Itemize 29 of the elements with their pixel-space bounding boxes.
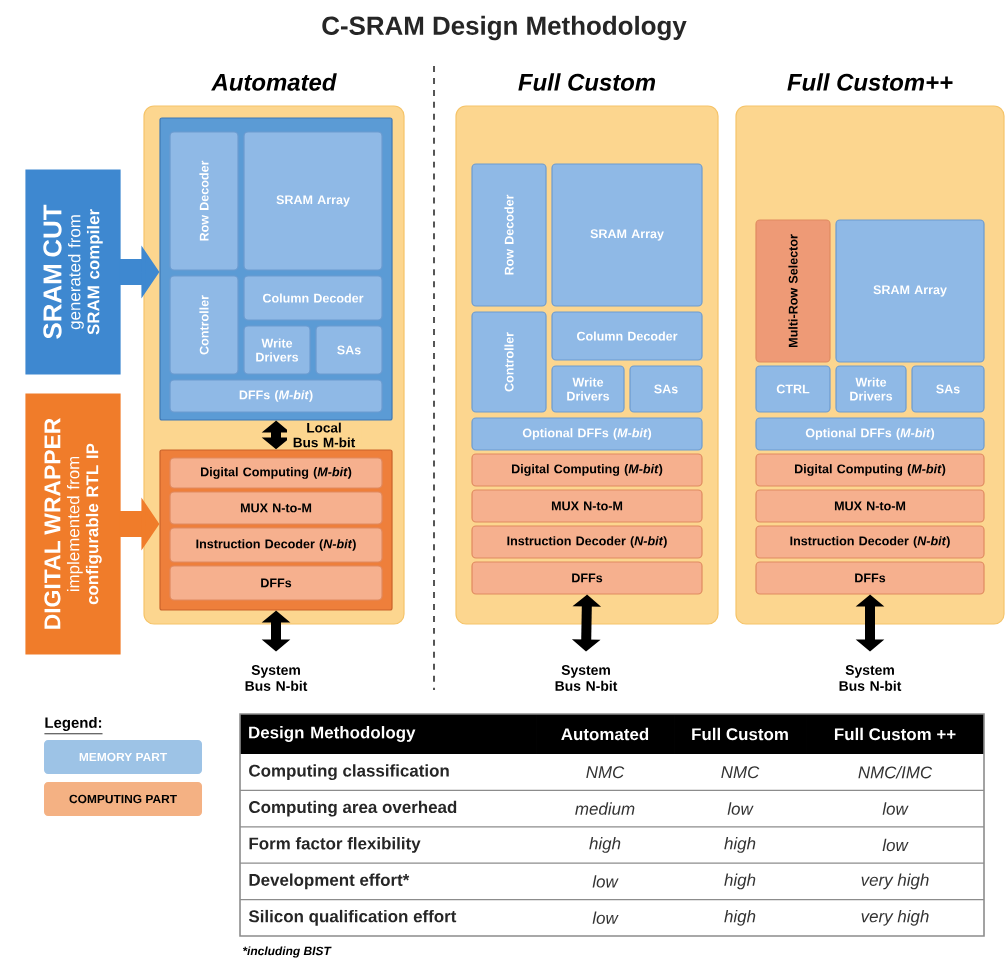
table-cell: low [592, 911, 619, 924]
table-cell: NMC/IMC [858, 765, 933, 779]
table-cell: high [724, 873, 756, 890]
table-header-cell: Full Custom [674, 714, 806, 754]
table-cell: low [727, 802, 754, 815]
column-heading: Automated [211, 73, 337, 91]
table-cell: high [724, 837, 756, 853]
table-cell: very high [861, 909, 929, 926]
table-cell: Silicon qualification effort [248, 909, 457, 926]
column-heading: Full Custom++ [787, 73, 953, 91]
table-cell: high [724, 909, 756, 926]
table-cell: medium [575, 802, 635, 815]
table-cell: low [882, 802, 909, 815]
column-heading: Full Custom [518, 73, 656, 91]
table-cell: very high [861, 873, 929, 890]
table-cell: Computing area overhead [249, 800, 457, 817]
table-cell: NMC [586, 766, 625, 779]
side-label-box: SRAM CUT generated from SRAM compiler [25, 169, 121, 375]
table-cell: low [592, 875, 619, 888]
table-cell: low [882, 838, 909, 852]
table-cell: Form factor flexibility [249, 837, 421, 853]
table-cell: Computing classification [249, 764, 449, 781]
table-cell: high [589, 837, 621, 853]
title: C-SRAM Design Methodology [322, 15, 687, 41]
table-cell: NMC [721, 766, 760, 779]
table-cell: Development effort* [249, 873, 410, 890]
table-header-cell: Automated [536, 714, 674, 754]
table-header-cell: Full Custom ++ [806, 714, 984, 754]
side-label-box: DIGITAL WRAPPER implemented from configurable RTL IP [25, 393, 121, 655]
